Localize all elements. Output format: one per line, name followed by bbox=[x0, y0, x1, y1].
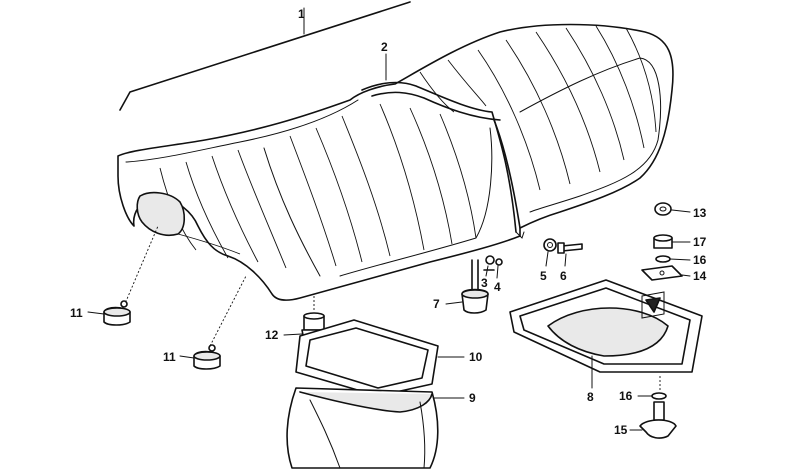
callout-16-upper: 16 bbox=[693, 253, 707, 267]
storage-box bbox=[286, 387, 439, 469]
lower-fastener bbox=[639, 376, 677, 439]
callout-8: 8 bbox=[587, 390, 594, 404]
callout-6: 6 bbox=[560, 269, 567, 283]
knob-lower bbox=[193, 275, 247, 370]
washer-and-screw bbox=[543, 238, 583, 254]
callout-1: 1 bbox=[298, 7, 305, 21]
callout-3: 3 bbox=[481, 276, 488, 290]
callout-11-upper: 11 bbox=[70, 306, 83, 320]
callout-14: 14 bbox=[693, 269, 707, 283]
gasket-frame bbox=[295, 319, 439, 397]
callout-5: 5 bbox=[540, 269, 547, 283]
callout-9: 9 bbox=[469, 391, 476, 405]
callout-12: 12 bbox=[265, 328, 279, 342]
callout-labels: 1 2 3 4 5 6 7 8 9 10 11 11 12 13 14 15 1… bbox=[70, 7, 707, 437]
callout-10: 10 bbox=[469, 350, 483, 364]
callout-11-lower: 11 bbox=[163, 350, 176, 364]
callout-17: 17 bbox=[693, 235, 707, 249]
callout-4: 4 bbox=[494, 280, 501, 294]
leader-lines bbox=[87, 7, 691, 431]
knob-upper bbox=[103, 225, 159, 326]
callout-13: 13 bbox=[693, 206, 707, 220]
tray bbox=[509, 279, 703, 373]
hardware-column bbox=[641, 202, 683, 281]
rubber-buffer bbox=[461, 259, 489, 314]
callout-16-lower: 16 bbox=[619, 389, 633, 403]
seat-assembly bbox=[117, 1, 674, 301]
screw-and-nut bbox=[483, 255, 503, 271]
callout-7: 7 bbox=[433, 297, 440, 311]
callout-2: 2 bbox=[381, 40, 388, 54]
callout-15: 15 bbox=[614, 423, 628, 437]
